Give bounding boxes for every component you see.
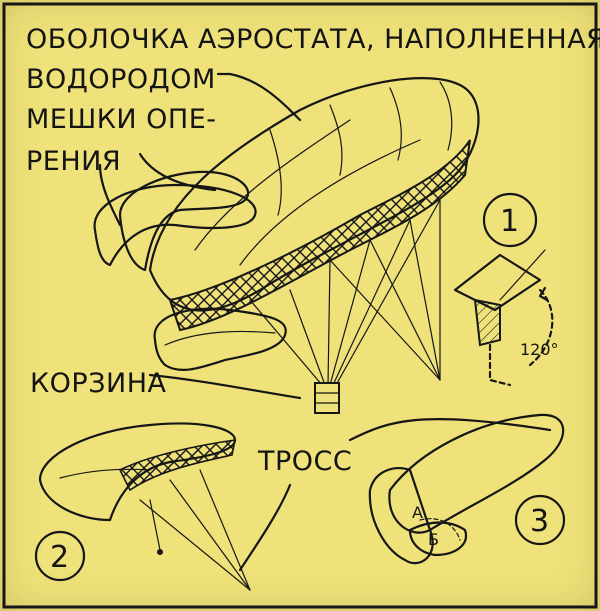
label-angle: 120° [520,340,559,359]
basket-shape [314,382,340,414]
fin-bag-lower [153,307,287,372]
figure-1: 1 120° [453,192,559,387]
label-cable: ТРОСС [257,446,352,477]
label-envelope-line1: ОБОЛОЧКА АЭРОСТАТА, НАПОЛНЕННАЯ [26,24,600,55]
figure-2-marker [34,530,86,582]
envelope-net-band [168,139,471,332]
label-point-b: Б [428,530,439,549]
figure-1-number: 1 [500,204,519,239]
label-fins-line1: МЕШКИ ОПЕ- [26,104,217,135]
figure-2: 2 [34,422,251,591]
rigging-lines [249,199,441,386]
leader-lines [98,72,552,572]
figure-1-marker [482,192,538,248]
main-balloon [93,77,480,414]
label-point-a: А [412,503,423,522]
figure-3-number: 3 [530,504,549,539]
fin-bag-upper [93,183,257,267]
label-basket: КОРЗИНА [30,368,167,399]
figure-2-number: 2 [50,540,69,575]
figure-3: А Б 3 [368,413,566,565]
label-envelope-line2: ВОДОРОДОМ [26,64,216,95]
label-fins-line2: РЕНИЯ [26,146,121,177]
fin-bag-middle [118,170,250,272]
figure-3-marker [514,494,566,546]
